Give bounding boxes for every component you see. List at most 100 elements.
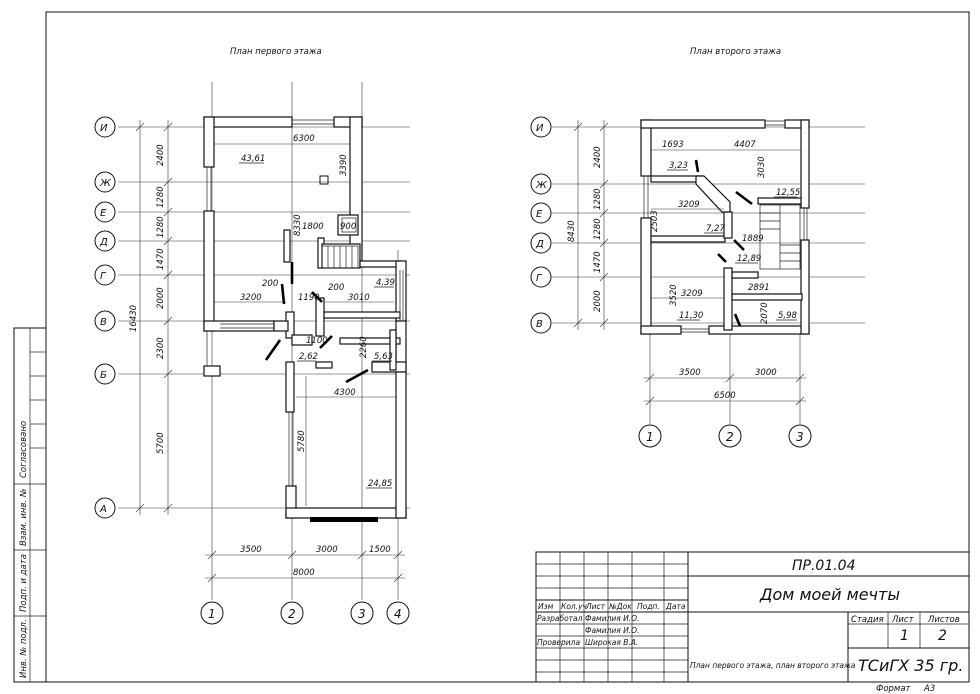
tb-h-doc: №Док [608,602,632,611]
plan1-axis-letters: И Ж Е Д Г В Б А [94,116,116,519]
p1-4300: 4300 [334,388,356,398]
plan2-dim-2000: 2000 [593,290,603,312]
plan1-axis-2: 2 [288,607,296,621]
title-block: Изм Кол.уч Лист №Док Подп. Дата Разработ… [535,551,970,694]
side-stamp: Согласовано Взам. инв. № Подп. и дата Ин… [13,327,47,683]
plan1-left-dims [135,120,173,515]
tb-role-1: Разработал [537,614,583,623]
plan1-dim-1280a: 1280 [156,186,166,208]
stamp-replace-inv: Взам. инв. № [19,488,29,546]
plan1-bottom-dims [205,550,405,583]
p1-2260: 2260 [359,336,369,358]
tb-description: План первого этажа, план второго этажа [690,661,856,670]
plan1-axis-E: Е [100,208,107,219]
tb-h-sign: Подп. [637,602,660,611]
stamp-sign-date: Подп. и дата [19,554,29,612]
plan1-stairs [321,217,359,269]
plan-second-floor: План второго этажа И Ж Е Д Г В 1 2 3 [530,47,865,448]
p1-4-39: 4,39 [376,278,395,288]
sheet-frame [45,11,970,683]
plan2-dim-total-height: 8430 [567,220,577,242]
plan2-title: План второго этажа [690,47,781,57]
plan2-axis-G: Г [536,273,543,284]
p2-3-23: 3,23 [669,161,688,171]
plan2-dim-3000: 3000 [755,368,777,378]
p2-3520: 3520 [669,284,679,306]
plan1-axis-A: А [99,504,107,515]
plan2-grid [552,126,865,424]
plan2-axis-1: 1 [646,430,654,444]
p1-24-85: 24,85 [368,479,392,489]
p1-5-63: 5,63 [374,352,393,362]
p2-3209a: 3209 [678,200,700,210]
stamp-inv-original: Инв. № подл. [19,619,29,678]
tb-h-izm: Изм [538,602,554,611]
plan1-dim-total-height: 16430 [129,305,139,332]
tb-sheet-label: Лист [891,615,915,625]
plan1-axis-numbers: 1 2 3 4 [200,601,410,625]
plan2-dim-1470: 1470 [593,251,603,273]
plan2-axis-3: 3 [796,430,804,444]
p2-2891: 2891 [748,283,770,293]
plan1-garage-gate [310,517,378,522]
plan1-axis-V: В [100,317,107,328]
plan2-axis-I: И [536,123,544,134]
p2-5-98: 5,98 [778,311,798,321]
tb-sheets-label: Листов [927,615,960,625]
plan2-left-dims [573,120,609,330]
plan1-dim-1280b: 1280 [156,216,166,238]
tb-h-list: Лист [585,602,606,611]
p1-43-61: 43,61 [241,154,265,164]
plan1-walls [203,116,407,519]
tb-org: ТСиГХ 35 гр. [858,656,963,675]
plan2-dim-3500: 3500 [679,368,701,378]
plan1-dim-3000: 3000 [316,545,338,555]
plan2-dim-1280b: 1280 [593,218,603,240]
plan2-axis-D: Д [535,239,544,250]
tb-code: ПР.01.04 [792,558,856,574]
plan2-axis-E: Е [536,209,543,220]
plan1-dim-3500: 3500 [240,545,262,555]
plan1-dim-8000: 8000 [293,568,315,578]
plan1-axis-4: 4 [394,607,402,621]
p2-12-89: 12,89 [737,254,761,264]
p2-1889: 1889 [742,234,764,244]
plan1-windows [206,119,404,486]
tb-name-3: Широкая В.А. [585,638,638,647]
tb-name-2: Фамилия И.О. [585,626,639,635]
tb-sheet: 1 [900,628,909,644]
p2-1693: 1693 [662,140,684,150]
plan1-axis-I: И [100,123,108,134]
tb-role-3: Проверила [537,638,580,647]
tb-sheets: 2 [938,628,947,644]
p1-3390: 3390 [339,154,349,176]
plan1-axis-B: Б [100,370,107,381]
p1-1190: 1190 [298,293,320,303]
plan1-axis-Zh: Ж [99,178,112,189]
plan-first-floor: План первого этажа И Ж Е Д Г В Б А [94,47,410,625]
plan2-dim-6500: 6500 [714,391,736,401]
p2-12-55: 12,55 [776,188,800,198]
p2-3209b: 3209 [681,289,703,299]
p1-200a: 200 [262,279,278,289]
p1-8330: 8330 [293,214,303,236]
tb-h-kol: Кол.уч [561,602,588,611]
plan1-dim-1470: 1470 [156,248,166,270]
plan1-doors [264,262,369,384]
tb-h-date: Дата [665,602,686,611]
plan2-stairs [759,204,801,270]
plan1-dim-2400: 2400 [156,144,166,166]
plan2-axis-V: В [536,319,543,330]
plan1-dim-2300: 2300 [156,337,166,359]
plan1-column [319,175,329,185]
plan2-axis-letters: И Ж Е Д Г В [530,116,552,334]
plan2-room-labels: 1693 4407 3,23 3030 12,55 2503 3209 7,27… [650,140,801,324]
plan1-dim-5700: 5700 [156,432,166,454]
p2-3030: 3030 [757,156,767,178]
p1-1100: 1100 [306,336,328,346]
stamp-agreed: Согласовано [19,421,29,478]
plan1-room-labels: 6300 43,61 3390 8330 1800 900 200 200 32… [214,134,396,506]
p2-4407: 4407 [734,140,756,150]
